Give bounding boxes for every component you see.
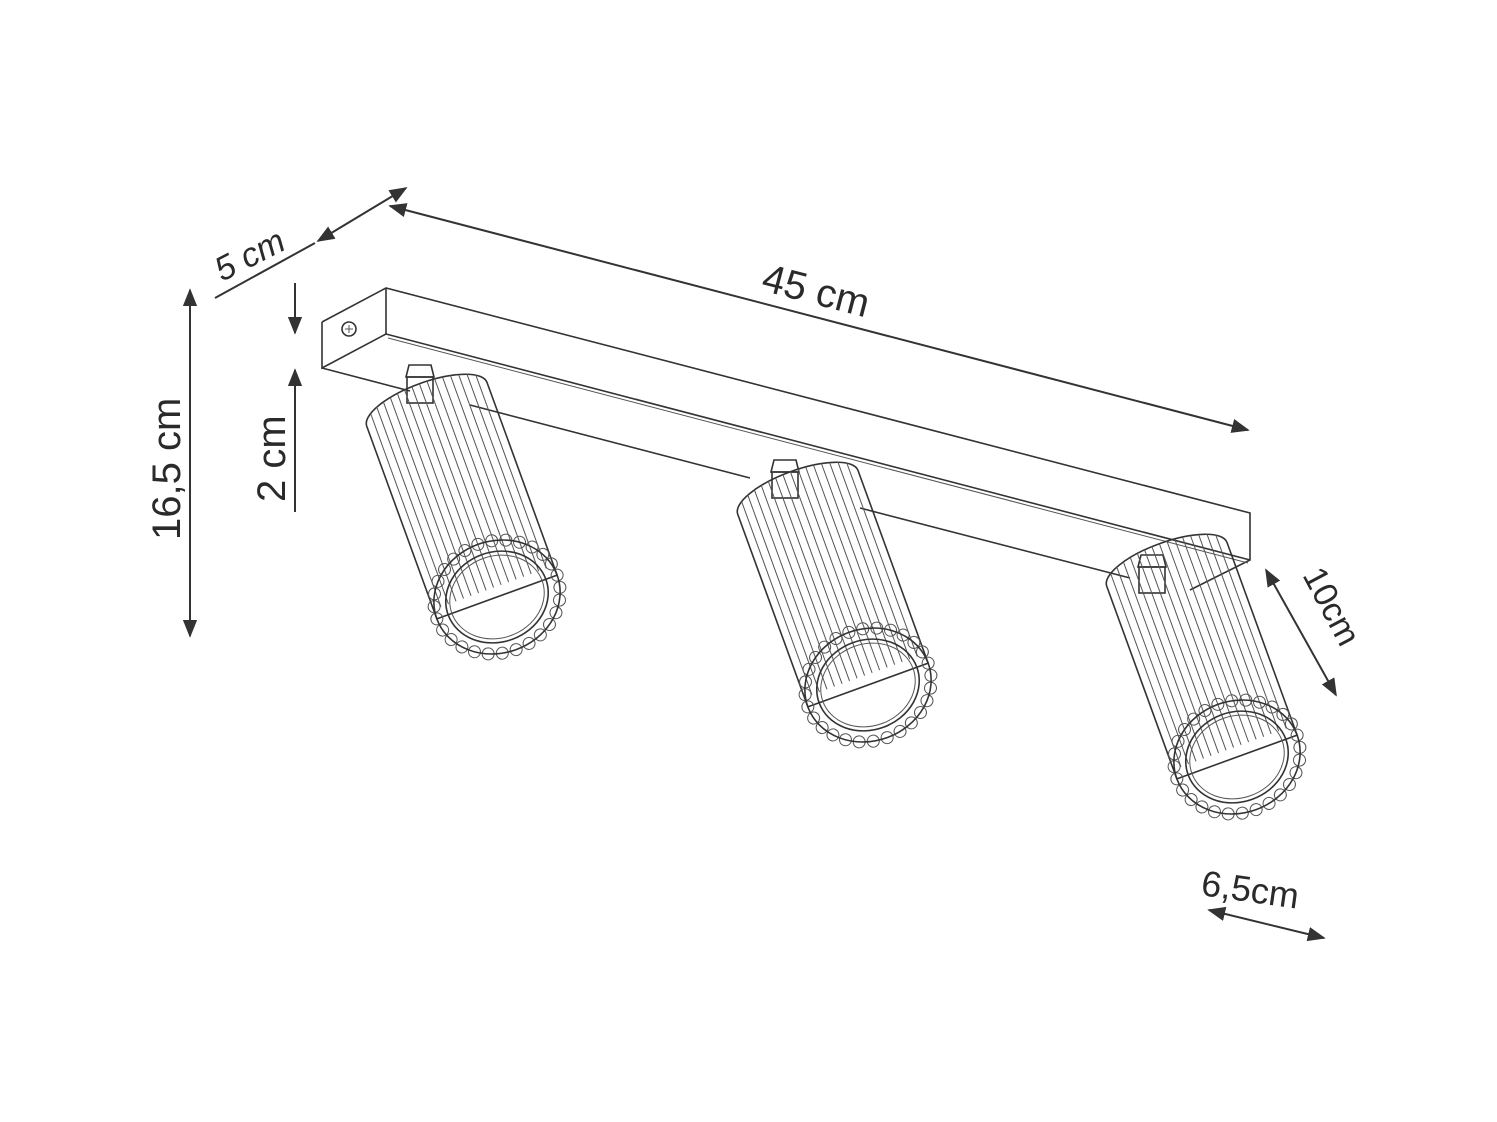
dimension-shade-diameter: 6,5cm — [1199, 862, 1326, 942]
shade-diameter-label: 6,5cm — [1199, 862, 1302, 916]
spotlight-shade — [1105, 533, 1307, 821]
screw-icon — [341, 321, 357, 337]
dimension-shade-length: 10cm — [1265, 561, 1368, 697]
shade-length-label: 10cm — [1295, 561, 1368, 652]
lens — [444, 550, 550, 644]
dimension-bar-height: 2 cm — [250, 283, 303, 512]
spotlight — [365, 364, 567, 661]
dimension-length: 45 cm — [388, 203, 1250, 433]
bar-height-label: 2 cm — [250, 415, 294, 502]
spotlight-shade — [736, 461, 938, 749]
dimension-total-height: 16,5 cm — [145, 288, 198, 638]
lens — [815, 638, 921, 732]
total-height-label: 16,5 cm — [145, 398, 189, 540]
length-label: 45 cm — [758, 256, 875, 326]
lens — [1184, 710, 1290, 804]
spotlight — [736, 459, 938, 749]
dimension-depth: 5 cm — [208, 187, 408, 299]
spotlight-shade — [365, 373, 567, 661]
spotlight — [1105, 533, 1307, 821]
